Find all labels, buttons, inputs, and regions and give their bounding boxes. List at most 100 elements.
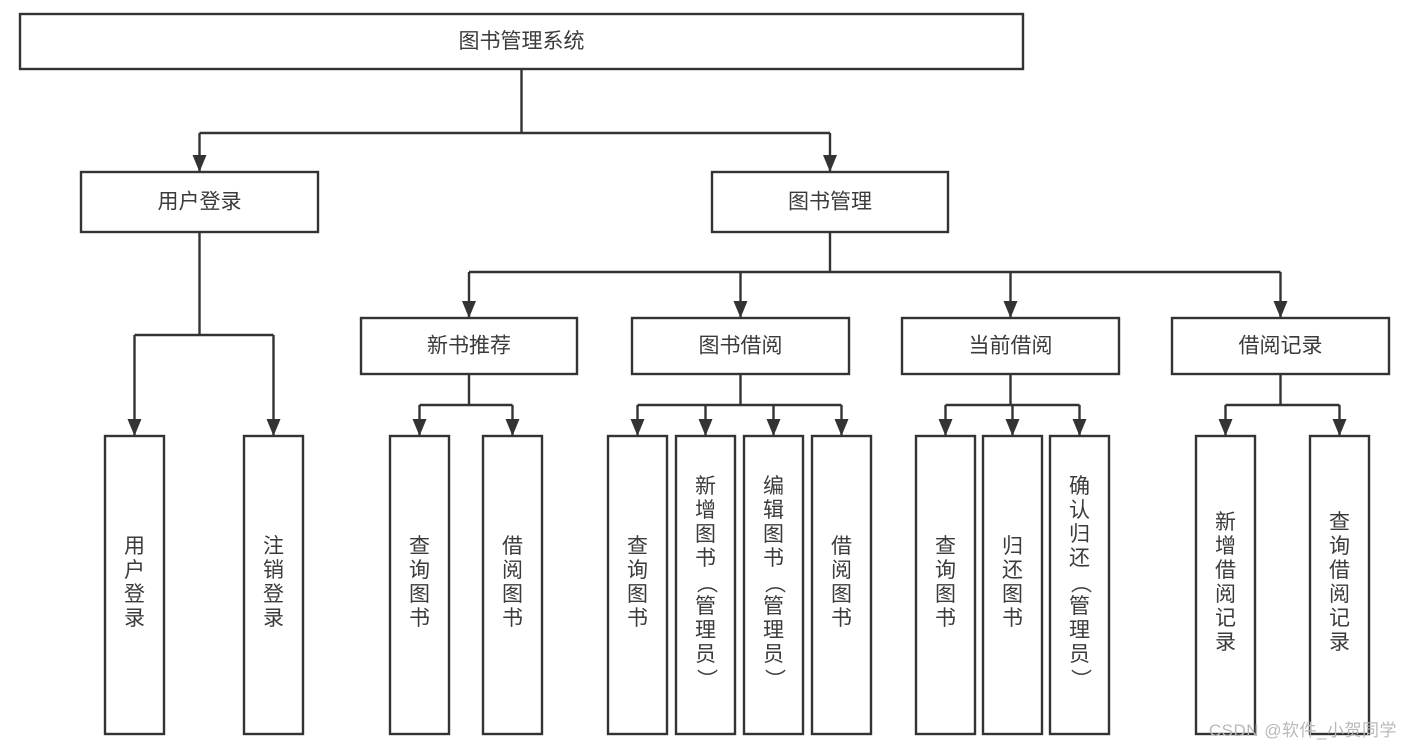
svg-text:新: 新 (695, 475, 716, 498)
node-book-manage[interactable]: 图书管理 (710, 170, 950, 234)
node-label-user-login: 用户登录 (158, 191, 242, 214)
node-borrow-record[interactable]: 借阅记录 (1170, 316, 1391, 376)
node-label-leaf-user-login: 用户登录 (124, 535, 145, 630)
svg-text:）: ） (763, 669, 786, 690)
arrow-borrow-record (1273, 301, 1288, 318)
node-new-book-rec[interactable]: 新书推荐 (359, 316, 579, 376)
svg-text:记: 记 (1215, 607, 1236, 630)
svg-text:）: ） (1069, 669, 1092, 690)
node-box-leaf-edit-book-admin[interactable] (742, 434, 805, 736)
node-box-leaf-return-book[interactable] (981, 434, 1044, 736)
svg-text:）: ） (695, 669, 718, 690)
arrow-leaf-user-logout (266, 419, 281, 436)
node-label-book-borrow: 图书借阅 (699, 335, 783, 358)
svg-text:记: 记 (1329, 607, 1350, 630)
svg-text:图: 图 (935, 583, 956, 606)
node-box-leaf-add-borrow-record[interactable] (1194, 434, 1257, 736)
node-box-leaf-borrow-book[interactable] (810, 434, 873, 736)
node-label-current-borrow: 当前借阅 (969, 335, 1053, 358)
arrow-current-borrow (1003, 301, 1018, 318)
svg-text:图: 图 (831, 583, 852, 606)
arrow-leaf-confirm-return-admin (1072, 419, 1087, 436)
svg-text:询: 询 (627, 559, 648, 582)
node-box-leaf-confirm-return-admin[interactable] (1048, 434, 1111, 736)
svg-text:查: 查 (935, 535, 956, 558)
svg-text:阅: 阅 (831, 559, 852, 582)
svg-text:询: 询 (935, 559, 956, 582)
arrow-leaf-query-borrow-record (1332, 419, 1347, 436)
node-box-leaf-user-login[interactable] (103, 434, 166, 736)
svg-text:借: 借 (1215, 559, 1236, 582)
arrow-book-manage (823, 155, 837, 172)
node-box-user-login[interactable] (79, 170, 320, 234)
node-box-root[interactable] (18, 12, 1025, 71)
svg-text:书: 书 (627, 607, 648, 630)
svg-text:注: 注 (263, 535, 284, 558)
node-box-leaf-query-borrow-record[interactable] (1308, 434, 1371, 736)
node-box-leaf-user-logout[interactable] (242, 434, 305, 736)
node-box-leaf-add-book-admin[interactable] (674, 434, 737, 736)
svg-text:用: 用 (124, 535, 145, 558)
node-user-login[interactable]: 用户登录 (79, 170, 320, 234)
svg-text:编: 编 (763, 475, 784, 498)
node-box-leaf-borrow-book-rec[interactable] (481, 434, 544, 736)
arrow-leaf-return-book (1005, 419, 1020, 436)
svg-text:书: 书 (409, 607, 430, 630)
node-box-leaf-query-book-rec[interactable] (388, 434, 451, 736)
svg-text:员: 员 (1069, 643, 1090, 666)
node-box-book-manage[interactable] (710, 170, 950, 234)
node-root[interactable]: 图书管理系统 (18, 12, 1025, 71)
arrow-book-borrow (733, 301, 748, 318)
node-box-book-borrow[interactable] (630, 316, 851, 376)
svg-text:归: 归 (1069, 523, 1090, 546)
arrow-leaf-query-book-current (938, 419, 953, 436)
node-box-new-book-rec[interactable] (359, 316, 579, 376)
node-book-borrow[interactable]: 图书借阅 (630, 316, 851, 376)
svg-text:增: 增 (1215, 535, 1236, 558)
svg-text:归: 归 (1002, 535, 1023, 558)
svg-text:理: 理 (695, 619, 716, 642)
svg-text:（: （ (695, 573, 718, 594)
node-label-book-manage: 图书管理 (788, 191, 872, 214)
node-current-borrow[interactable]: 当前借阅 (900, 316, 1121, 376)
svg-text:查: 查 (409, 535, 430, 558)
node-box-borrow-record[interactable] (1170, 316, 1391, 376)
arrow-leaf-borrow-book (834, 419, 849, 436)
node-box-leaf-query-book-current[interactable] (914, 434, 977, 736)
svg-text:借: 借 (831, 535, 852, 558)
svg-text:图: 图 (627, 583, 648, 606)
svg-text:理: 理 (763, 619, 784, 642)
svg-text:图: 图 (1002, 583, 1023, 606)
node-box-leaf-query-book-borrow[interactable] (606, 434, 669, 736)
arrow-leaf-add-borrow-record (1218, 419, 1233, 436)
svg-text:图: 图 (502, 583, 523, 606)
node-leaf-user-login[interactable]: 用户登录 (103, 434, 166, 736)
svg-text:户: 户 (124, 559, 145, 582)
svg-text:书: 书 (1002, 607, 1023, 630)
svg-text:阅: 阅 (1329, 583, 1350, 606)
node-box-current-borrow[interactable] (900, 316, 1121, 376)
svg-text:员: 员 (695, 643, 716, 666)
svg-text:员: 员 (763, 643, 784, 666)
svg-text:登: 登 (124, 583, 145, 606)
svg-text:图: 图 (763, 523, 784, 546)
node-layer: 图书管理系统用户登录图书管理新书推荐图书借阅当前借阅借阅记录用户登录注销登录查询… (18, 12, 1391, 736)
svg-text:询: 询 (1329, 535, 1350, 558)
